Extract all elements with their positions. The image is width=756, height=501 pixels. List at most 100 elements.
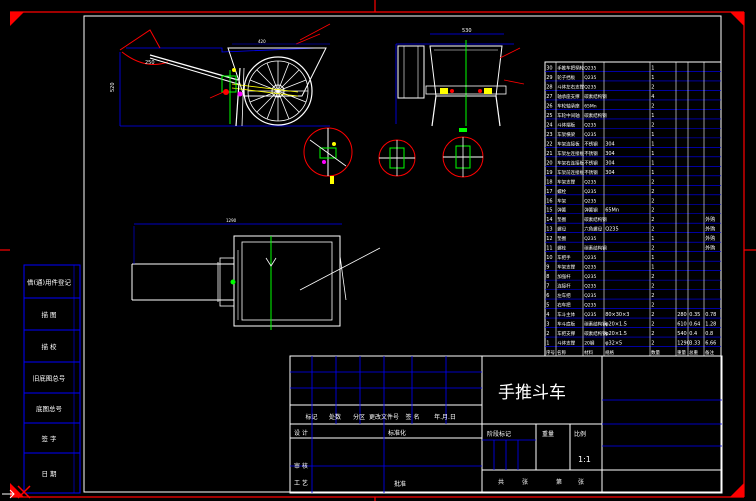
bom-cell-mat: Q235	[584, 255, 596, 261]
bom-cell-tw: 0.4	[689, 331, 697, 337]
bom-cell-mat: Q235	[584, 122, 596, 128]
bom-cell-mat: Q235	[584, 84, 596, 90]
sheet-count-label: 张	[578, 478, 584, 486]
bom-cell-qty: 1	[651, 170, 654, 176]
bom-cell-name: 斗体端板	[557, 121, 575, 128]
bom-cell-no: 4	[546, 312, 549, 318]
bom-cell-name: 车架连接板	[557, 140, 580, 147]
bom-cell-mat: Q235	[584, 179, 596, 185]
bom-cell-no: 30	[546, 65, 552, 71]
approval-label: 批准	[394, 480, 406, 488]
title-block	[289, 355, 723, 494]
bom-cell-spec: 304	[605, 160, 615, 166]
bom-cell-mat: 碳素结构钢	[584, 112, 607, 119]
bom-cell-note: 1.28	[705, 322, 716, 328]
bom-cell-note: 外购	[705, 235, 715, 242]
svg-text:420: 420	[258, 39, 266, 44]
bom-cell-tw: 3.33	[689, 341, 700, 347]
bom-cell-no: 26	[546, 103, 552, 109]
left-strip-label: 描 图	[41, 310, 56, 319]
bom-cell-qty: 2	[651, 246, 654, 252]
bom-cell-qty: 2	[651, 198, 654, 204]
bom-cell-name: 轮子挡板	[557, 74, 575, 81]
bom-cell-name: 螺栓	[557, 245, 566, 252]
bom-cell-qty: 1	[651, 160, 654, 166]
bom-cell-qty: 2	[651, 293, 654, 299]
left-strip-label: 签 字	[41, 434, 57, 443]
bom-cell-mat: Q235	[584, 198, 596, 204]
bom-cell-no: 22	[546, 141, 552, 147]
bom-cell-qty: 1	[651, 141, 654, 147]
svg-text:520: 520	[110, 82, 116, 92]
bom-cell-qty: 2	[651, 208, 654, 214]
left-strip-label: 日 期	[41, 470, 57, 478]
top-view: 1290	[131, 218, 381, 330]
sheet-count-label: 第	[556, 478, 562, 486]
bom-cell-qty: 2	[651, 341, 654, 347]
bom-cell-note: 外购	[705, 216, 715, 223]
weight-label: 重量	[542, 430, 554, 438]
bom-cell-mat: Q235	[584, 189, 596, 195]
bom-cell-name: 车架支撑	[557, 264, 575, 271]
sheet-title: 手推斗车	[498, 383, 566, 403]
bom-cell-no: 11	[546, 246, 552, 252]
bom-cell-w: 610	[677, 322, 687, 328]
bom-cell-mat: Q235	[584, 312, 596, 318]
bom-cell-name: 弹簧	[557, 207, 566, 214]
bom-cell-no: 23	[546, 132, 552, 138]
bom-cell-name: 车斗主体	[557, 311, 575, 318]
bom-cell-qty: 2	[651, 322, 654, 328]
ucs-icon	[2, 485, 31, 499]
bom-cell-mat: 不锈钢	[584, 169, 598, 176]
bom-cell-no: 12	[546, 236, 552, 242]
bom-cell-mat: 碳素结构钢	[584, 216, 607, 223]
front-view: 530	[395, 28, 525, 127]
bom-cell-w: 540	[677, 331, 687, 337]
bom-cell-no: 9	[546, 265, 549, 271]
bom-header-cell: 重量	[677, 349, 686, 356]
title-mark-header: 标记	[305, 413, 317, 421]
title-mark-header: 更改文件号	[369, 413, 399, 421]
bom-cell-name: 车轮中间轴	[557, 112, 580, 119]
bom-cell-name: 加强杆	[557, 273, 571, 280]
bom-cell-name: 车架右连接板	[557, 159, 584, 166]
scale-label: 比例	[574, 430, 586, 438]
bom-cell-name: 左车把	[557, 292, 571, 299]
bom-cell-name: 车架左连接板	[557, 150, 584, 157]
title-block-grid	[290, 356, 722, 493]
bom-cell-mat: Q235	[584, 293, 596, 299]
bom-cell-name: 车把支撑	[557, 330, 575, 337]
bom-cell-name: 车架横梁	[557, 131, 575, 138]
sheet-count-label: 张	[522, 478, 528, 486]
bom-cell-qty: 2	[651, 103, 654, 109]
bom-cell-mat: 碳素结构钢	[584, 321, 607, 328]
bom-cell-qty: 1	[651, 151, 654, 157]
bom-cell-name: 车架支撑	[557, 178, 575, 185]
bom-cell-no: 24	[546, 122, 552, 128]
bom-cell-no: 13	[546, 227, 552, 233]
bom-header-cell: 总重	[689, 349, 698, 356]
bom-cell-mat: Q235	[584, 284, 596, 290]
title-block-text: 标记处数分区更改文件号签 名年.月.日设 计标准化审 核工 艺批准阶段标记重量比…	[294, 413, 586, 488]
section-detail-2	[378, 139, 416, 177]
bom-cell-qty: 2	[651, 84, 654, 90]
bom-cell-name: 右车把	[557, 302, 571, 309]
bom-cell-tw: 0.35	[689, 312, 700, 318]
bom-cell-mat: 20钢	[584, 340, 595, 347]
bom-cell-name: 连接杆	[557, 283, 571, 290]
bom-cell-name: 手推车把柄轮	[557, 64, 584, 71]
bom-cell-no: 18	[546, 179, 552, 185]
section-detail-3	[442, 128, 484, 178]
bom-header-cell: 名称	[557, 349, 566, 356]
process-label: 工 艺	[294, 479, 308, 487]
bom-cell-no: 2	[546, 331, 549, 337]
bom-cell-qty: 2	[651, 303, 654, 309]
bom-cell-mat: Q235	[584, 132, 596, 138]
bom-cell-qty: 2	[651, 217, 654, 223]
bom-cell-note: 6.66	[705, 341, 716, 347]
bom-cell-spec: Q235	[605, 227, 618, 233]
bom-cell-qty: 1	[651, 236, 654, 242]
bom-cell-name: 垫圈	[557, 235, 566, 242]
bom-cell-no: 25	[546, 113, 552, 119]
